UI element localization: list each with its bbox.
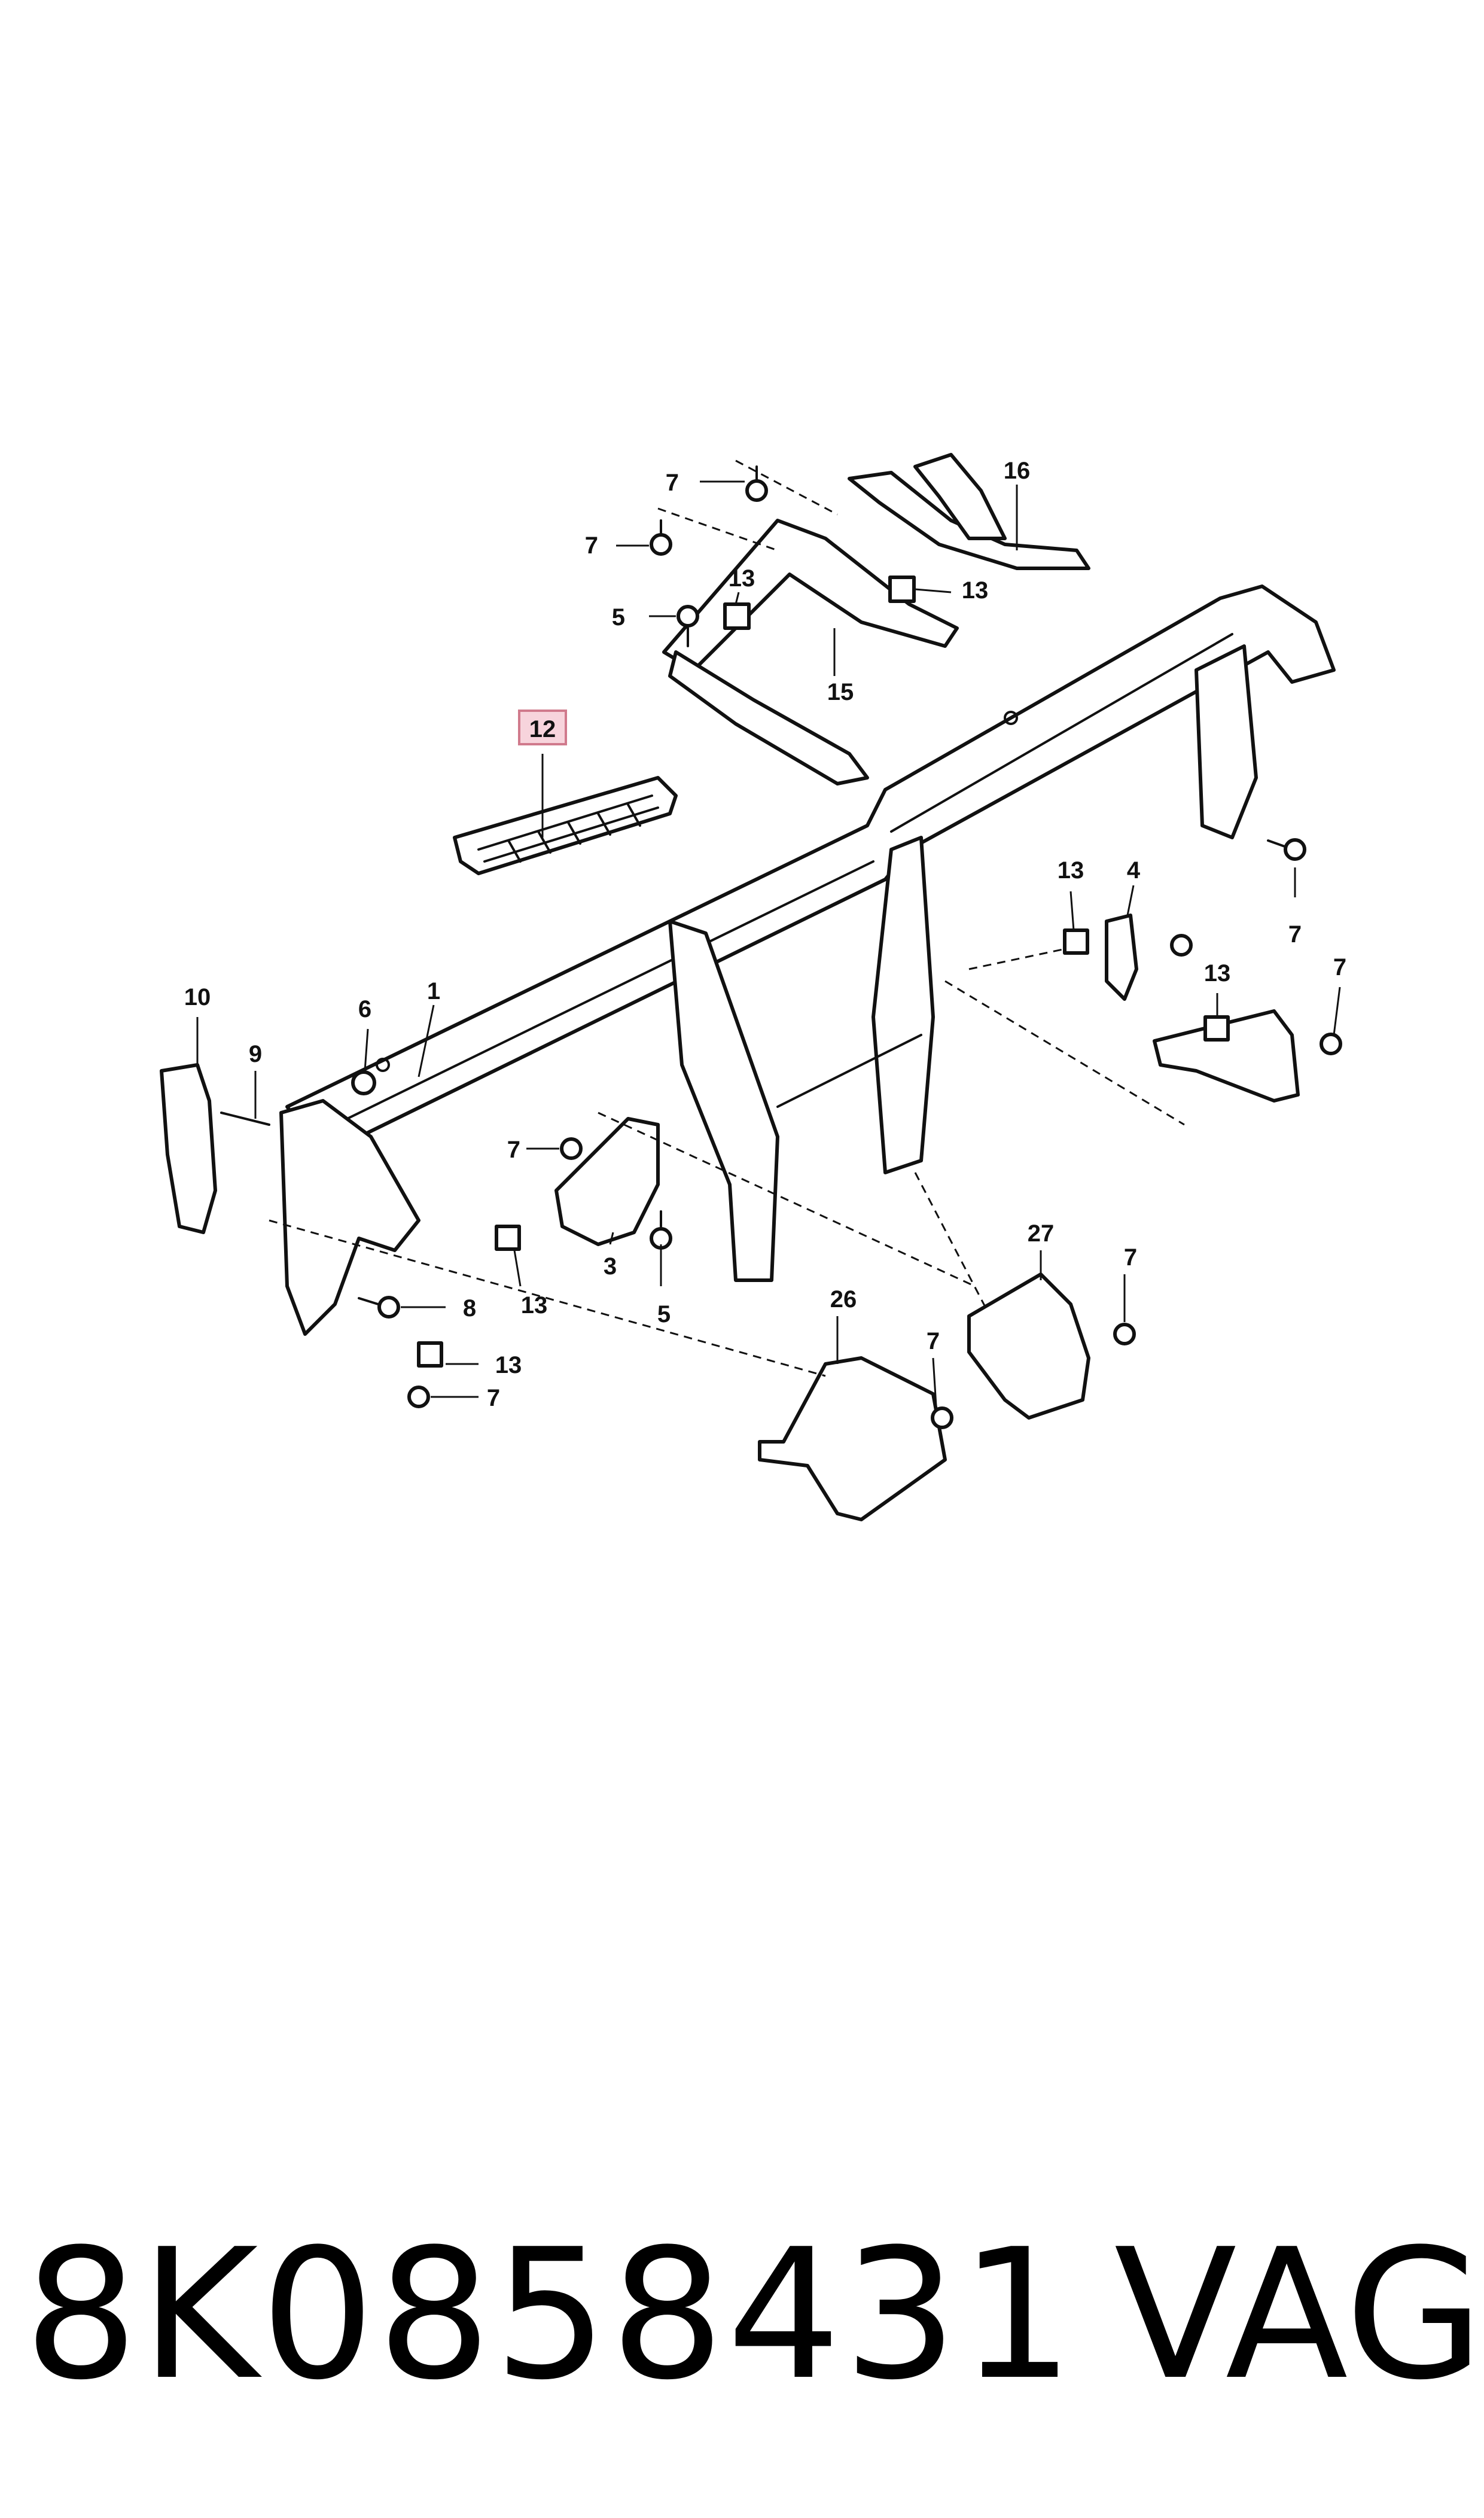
brand-name: VAG [1114,2211,1484,2419]
callout-7: 7 [927,1328,940,1354]
callout-13: 13 [962,577,989,604]
clip-icon [495,1225,521,1251]
bolt-icon [1267,838,1306,861]
callout-6: 6 [358,996,371,1022]
callout-27: 27 [1028,1220,1055,1247]
callout-7: 7 [1333,954,1346,981]
upper-bracket-part-15 [662,519,959,785]
bracket-part-3 [554,1117,660,1246]
callout-7: 7 [1124,1244,1137,1271]
callout-26: 26 [830,1286,857,1313]
callout-4: 4 [1127,857,1141,884]
right-bracket [1153,1009,1300,1103]
bolt-icon [1170,934,1193,957]
clip-icon [1063,928,1089,955]
callout-7: 7 [1288,921,1302,948]
bracket-part-4 [1105,914,1138,1001]
bolt-icon [677,605,699,647]
callout-8: 8 [463,1295,476,1322]
bracket-part-27 [967,1272,1090,1420]
bracket-part-26 [758,1356,947,1521]
parts-diagram: 7 16 7 13 13 5 15 12 13 4 7 13 7 10 6 1 … [160,453,1346,1521]
callout-9: 9 [249,1041,262,1067]
callout-1: 1 [427,978,440,1004]
callout-3: 3 [604,1253,617,1280]
callout-16: 16 [1004,458,1031,484]
side-bracket-part-10 [160,1063,217,1234]
callout-15: 15 [827,679,854,705]
reference-lines [269,459,1185,1377]
bolt-icon [745,465,768,502]
bolt-icon [1320,1033,1342,1055]
callout-13: 13 [1204,960,1231,987]
callout-7: 7 [487,1385,500,1411]
vent-grille-part-12 [453,776,678,875]
bolt-icon [407,1386,430,1408]
callout-5: 5 [612,604,625,631]
callout-10: 10 [184,984,211,1010]
clip-icon [888,576,916,603]
bolt-icon [650,1210,672,1250]
upper-bracket-part-16 [848,453,1090,570]
callout-13: 13 [729,565,755,592]
nut-icon [351,1070,376,1095]
callout-13: 13 [495,1352,522,1378]
clip-icon [723,602,751,630]
callout-7: 7 [507,1137,520,1163]
callout-5: 5 [657,1301,671,1327]
footer: 8K0858431 VAG [0,2213,1484,2453]
callout-13: 13 [1058,857,1084,884]
callout-7: 7 [666,470,679,496]
leader-lines [196,480,1341,1406]
callout-12: 12 [529,716,556,742]
clip-icon [1203,1015,1230,1042]
bolt-icon [358,1296,400,1319]
bolt-icon [931,1406,953,1429]
stud-icon [220,1112,270,1126]
cross-member-part-1 [279,584,1336,1336]
callout-13: 13 [521,1292,548,1319]
fasteners [220,465,1342,1429]
part-12-highlight [518,710,567,745]
bolt-icon [650,519,672,556]
bolt-icon [560,1137,583,1160]
callout-7: 7 [585,532,598,559]
bolt-icon [1113,1323,1136,1345]
part-number: 8K0858431 [24,2211,1077,2419]
clip-icon [417,1341,443,1368]
